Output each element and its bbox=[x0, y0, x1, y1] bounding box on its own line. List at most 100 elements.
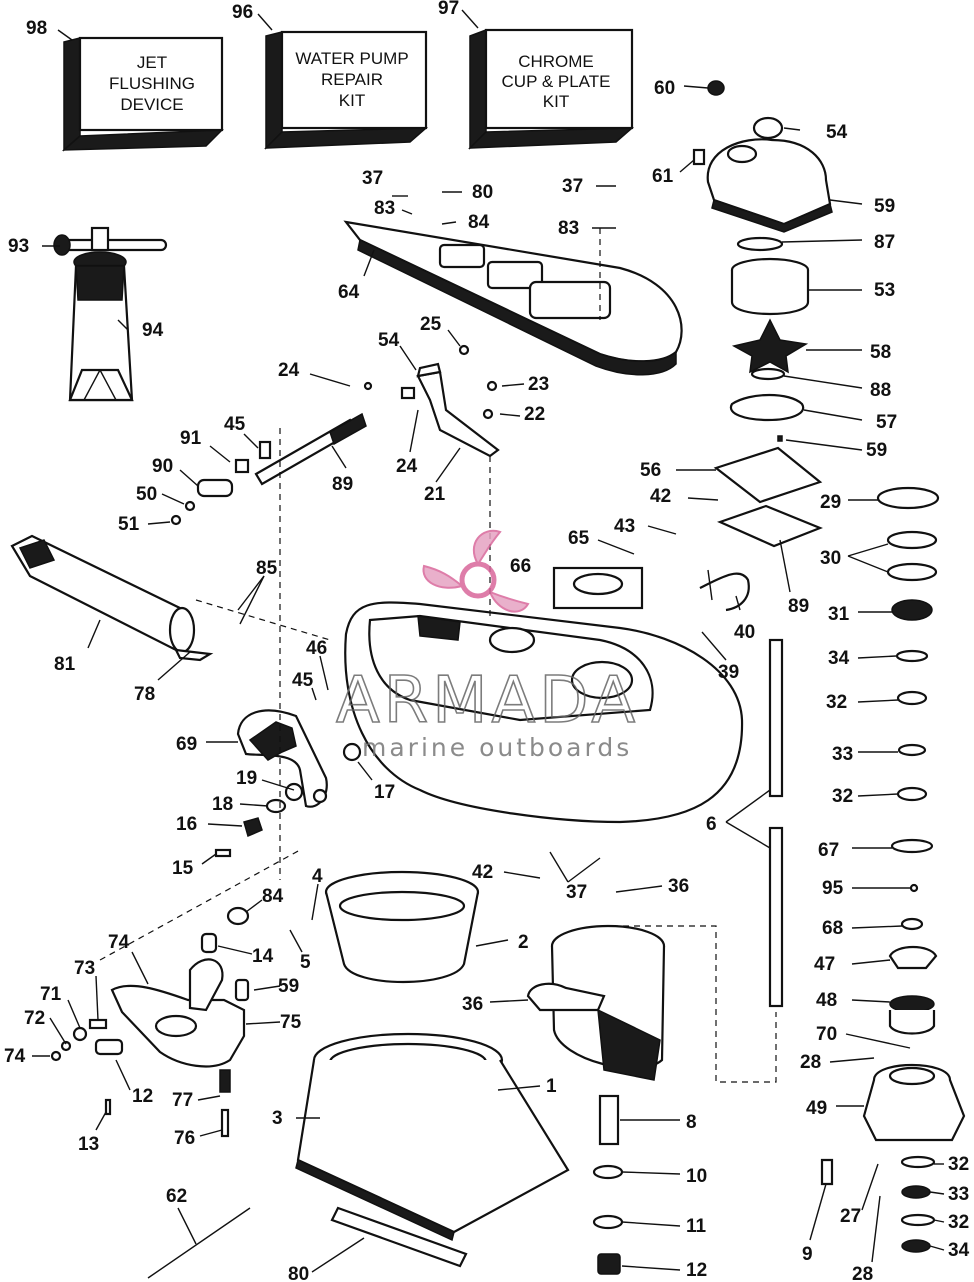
part-label: 67 bbox=[818, 840, 839, 861]
part-label: 96 bbox=[232, 2, 253, 23]
kit-box-line: CHROME bbox=[518, 52, 594, 71]
part-label: 37 bbox=[362, 168, 383, 189]
dashed-guide bbox=[612, 925, 777, 1083]
part-label: 37 bbox=[562, 176, 583, 197]
part-label: 18 bbox=[212, 794, 233, 815]
kit-box-line: KIT bbox=[339, 91, 365, 110]
part-labels: 98 96 97 93 94 60 54 61 59 87 53 58 88 5… bbox=[4, 0, 970, 1282]
part-label: 59 bbox=[874, 196, 895, 217]
nut-12 bbox=[597, 1253, 621, 1275]
part-label: 68 bbox=[822, 918, 843, 939]
part-label: 11 bbox=[686, 1216, 707, 1237]
part-label: 4 bbox=[312, 866, 323, 887]
part-label: 71 bbox=[40, 984, 62, 1005]
part-label: 43 bbox=[614, 516, 635, 537]
kit-box-line: WATER PUMP bbox=[295, 49, 408, 68]
part-label: 34 bbox=[948, 1240, 970, 1261]
part-label: 24 bbox=[278, 360, 300, 381]
part-label: 54 bbox=[826, 122, 848, 143]
dashed-guide bbox=[195, 599, 331, 641]
rod-64 bbox=[147, 1207, 251, 1279]
part-label: 23 bbox=[528, 374, 549, 395]
part-label: 95 bbox=[822, 878, 844, 899]
part-label: 13 bbox=[78, 1134, 99, 1155]
part-label: 87 bbox=[874, 232, 895, 253]
part-label: 74 bbox=[4, 1046, 26, 1067]
part-label: 80 bbox=[288, 1264, 309, 1282]
part-label: 15 bbox=[172, 858, 194, 879]
part-label: 1 bbox=[546, 1076, 557, 1097]
kit-box-line: CUP & PLATE bbox=[502, 72, 611, 91]
impeller-housing bbox=[526, 924, 666, 1081]
part-label: 29 bbox=[820, 492, 841, 513]
part-label: 70 bbox=[816, 1024, 837, 1045]
part-label: 2 bbox=[518, 932, 529, 953]
part-label: 25 bbox=[420, 314, 442, 335]
part-label: 32 bbox=[826, 692, 847, 713]
key-59 bbox=[777, 435, 783, 442]
part-label: 61 bbox=[652, 166, 674, 187]
part-label: 84 bbox=[262, 886, 284, 907]
part-label: 72 bbox=[24, 1008, 45, 1029]
seal-stack bbox=[820, 486, 966, 1253]
part-label: 57 bbox=[876, 412, 897, 433]
gasket-57 bbox=[729, 394, 805, 422]
part-label: 91 bbox=[180, 428, 202, 449]
impeller-cup bbox=[730, 257, 810, 316]
part-label: 62 bbox=[166, 1186, 187, 1207]
part-label: 30 bbox=[820, 548, 841, 569]
part-label: 75 bbox=[280, 1012, 302, 1033]
o-ring-88 bbox=[750, 367, 786, 381]
part-label: 64 bbox=[338, 282, 360, 303]
part-label: 32 bbox=[948, 1212, 969, 1233]
part-label: 46 bbox=[306, 638, 327, 659]
part-label: 3 bbox=[272, 1108, 283, 1129]
part-label: 36 bbox=[462, 994, 483, 1015]
part-label: 5 bbox=[300, 952, 311, 973]
part-label: 28 bbox=[852, 1264, 873, 1282]
part-label: 98 bbox=[26, 18, 47, 39]
pin-8 bbox=[598, 1094, 620, 1146]
part-label: 69 bbox=[176, 734, 197, 755]
part-label: 89 bbox=[788, 596, 809, 617]
part-label: 45 bbox=[292, 670, 314, 691]
part-label: 60 bbox=[654, 78, 675, 99]
steering-linkage bbox=[170, 344, 500, 526]
part-label: 74 bbox=[108, 932, 130, 953]
part-label: 21 bbox=[424, 484, 446, 505]
leader-lines bbox=[32, 9, 945, 1273]
kit-box-chrome-cup: CHROME CUP & PLATE KIT bbox=[468, 28, 635, 150]
part-label: 27 bbox=[840, 1206, 861, 1227]
shaft-6-upper bbox=[768, 638, 784, 798]
kit-box-line: JET bbox=[137, 53, 167, 72]
part-label: 59 bbox=[866, 440, 887, 461]
watermark-name: ARMADA bbox=[336, 664, 639, 738]
part-label: 28 bbox=[800, 1052, 821, 1073]
shaft-6-lower bbox=[768, 826, 784, 1008]
flush-device bbox=[53, 226, 168, 402]
part-label: 48 bbox=[816, 990, 837, 1011]
bushing-11 bbox=[592, 1214, 624, 1230]
part-label: 24 bbox=[396, 456, 418, 477]
nozzle-tube bbox=[10, 534, 214, 662]
part-label: 22 bbox=[524, 404, 545, 425]
part-label: 53 bbox=[874, 280, 895, 301]
part-label: 19 bbox=[236, 768, 257, 789]
part-label: 31 bbox=[828, 604, 850, 625]
part-label: 42 bbox=[650, 486, 671, 507]
part-label: 8 bbox=[686, 1112, 697, 1133]
part-label: 83 bbox=[374, 198, 395, 219]
part-label: 33 bbox=[832, 744, 853, 765]
kit-box-line: FLUSHING bbox=[109, 74, 195, 93]
part-label: 65 bbox=[568, 528, 590, 549]
dashed-guide bbox=[99, 849, 301, 961]
lower-left-linkage bbox=[50, 906, 250, 1138]
water-pump-housing bbox=[692, 80, 833, 233]
part-label: 83 bbox=[558, 218, 579, 239]
hose-41-outline bbox=[699, 572, 750, 612]
part-label: 81 bbox=[54, 654, 76, 675]
part-label: 6 bbox=[706, 814, 717, 835]
part-label: 45 bbox=[224, 414, 246, 435]
washer-10 bbox=[592, 1164, 624, 1180]
